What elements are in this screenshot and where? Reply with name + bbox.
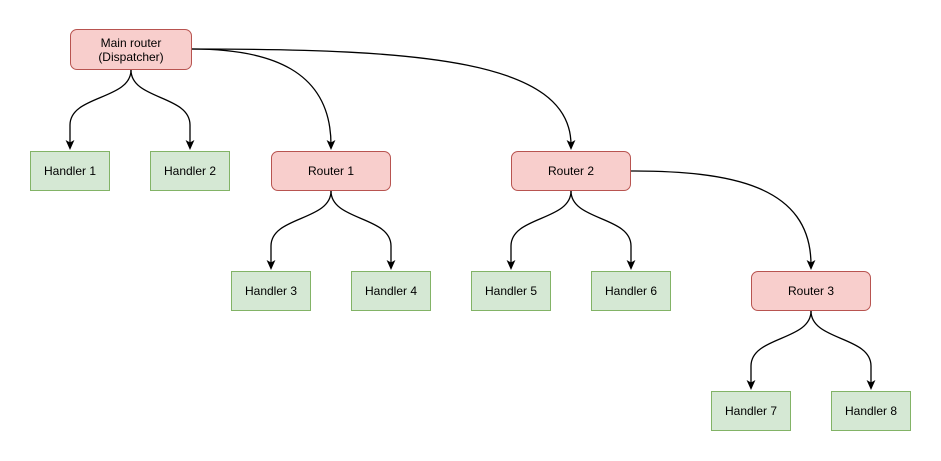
node-label-handler-3: Handler 3 [244,284,298,298]
node-label-main-router: Main router (Dispatcher) [98,35,164,64]
node-label-router-2: Router 2 [547,164,595,178]
edge-router-2-to-handler-5 [506,190,572,270]
node-label-handler-8: Handler 8 [844,404,898,418]
node-router-3[interactable]: Router 3 [751,271,871,311]
node-main-router[interactable]: Main router (Dispatcher) [70,29,192,70]
edge-main-router-to-handler-2 [130,69,195,150]
node-handler-8[interactable]: Handler 8 [831,391,911,431]
node-label-handler-4: Handler 4 [364,284,418,298]
node-handler-7[interactable]: Handler 7 [711,391,791,431]
node-label-router-1: Router 1 [307,164,355,178]
node-label-router-3: Router 3 [787,284,835,298]
node-handler-5[interactable]: Handler 5 [471,271,551,311]
node-handler-1[interactable]: Handler 1 [30,151,110,191]
node-label-handler-7: Handler 7 [724,404,778,418]
edges-group [65,48,876,390]
edge-router-1-to-handler-3 [266,190,332,270]
edge-router-2-to-handler-6 [570,190,636,270]
node-label-handler-6: Handler 6 [604,284,658,298]
node-handler-3[interactable]: Handler 3 [231,271,311,311]
edge-router-3-to-handler-8 [810,310,876,390]
node-router-1[interactable]: Router 1 [271,151,391,191]
edge-router-3-to-handler-7 [746,310,812,390]
node-handler-2[interactable]: Handler 2 [150,151,230,191]
edge-router-2-to-router-3 [630,170,816,270]
edge-main-router-to-router-2 [191,48,576,150]
node-router-2[interactable]: Router 2 [511,151,631,191]
edge-main-router-to-router-1 [191,48,336,150]
node-handler-6[interactable]: Handler 6 [591,271,671,311]
edge-main-router-to-handler-1 [65,69,132,150]
node-handler-4[interactable]: Handler 4 [351,271,431,311]
node-label-handler-5: Handler 5 [484,284,538,298]
edge-router-1-to-handler-4 [330,190,396,270]
node-label-handler-1: Handler 1 [43,164,97,178]
node-label-handler-2: Handler 2 [163,164,217,178]
